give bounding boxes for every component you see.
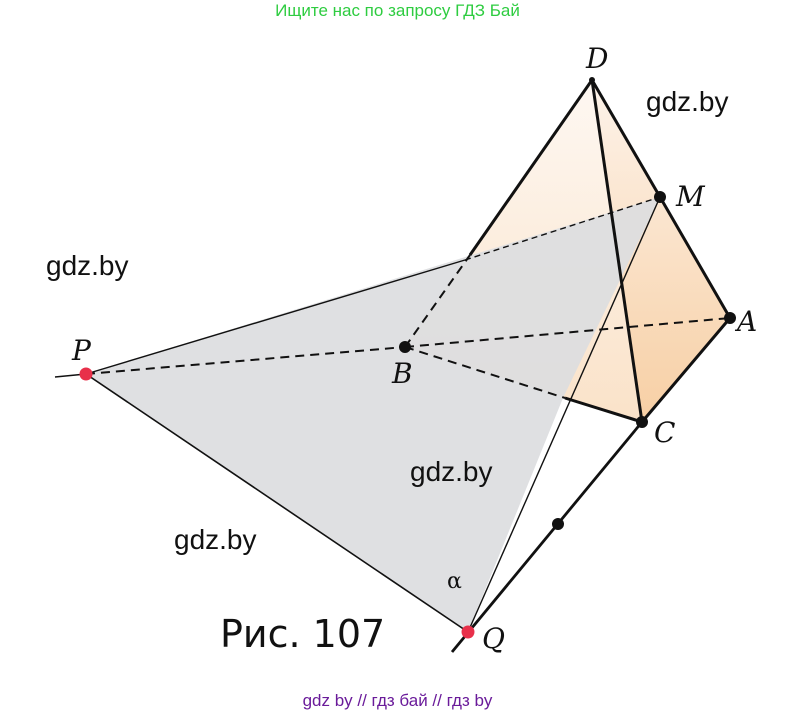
point-extra <box>552 518 564 530</box>
label-c: C <box>654 416 675 449</box>
watermark-left: gdz.by <box>46 250 129 281</box>
edge-dc <box>590 79 644 423</box>
point-m <box>654 191 666 203</box>
point-a <box>724 312 736 324</box>
watermark-center: gdz.by <box>410 456 493 487</box>
header-text: Ищите нас по запросу ГДЗ Бай <box>275 1 520 20</box>
label-m: M <box>675 180 706 213</box>
figure-caption: Рис. 107 <box>220 612 386 656</box>
edge-ma <box>658 196 732 319</box>
label-q: Q <box>482 622 505 655</box>
watermark-top-right: gdz.by <box>646 86 729 117</box>
footer-text: gdz by // гдз бай // гдз by <box>302 691 493 710</box>
label-a: A <box>734 305 757 338</box>
edge-ac <box>640 317 732 423</box>
line-pm-front <box>85 259 466 375</box>
point-c <box>636 416 648 428</box>
edge-bp-dashed <box>85 346 406 375</box>
label-alpha: α <box>447 569 462 594</box>
label-p: P <box>71 334 92 367</box>
point-q <box>461 625 475 639</box>
section-plane <box>86 197 660 632</box>
point-d <box>589 77 595 83</box>
label-d: D <box>585 42 608 75</box>
point-b <box>399 341 411 353</box>
line-mq <box>467 196 661 633</box>
line-pm-dashed <box>464 196 661 261</box>
label-b: B <box>391 357 413 390</box>
edge-bc <box>564 396 643 424</box>
watermark-bottom-left: gdz.by <box>174 524 257 555</box>
edge-bc-dashed <box>404 346 566 399</box>
tetra-face-dab <box>592 80 730 422</box>
edge-bd <box>468 79 594 256</box>
line-qc <box>450 421 644 653</box>
point-p <box>79 367 93 381</box>
line-pq <box>85 373 469 633</box>
edge-ba-dashed <box>404 317 731 348</box>
edge-bd-dashed <box>404 254 471 348</box>
edge-dm <box>590 79 662 198</box>
